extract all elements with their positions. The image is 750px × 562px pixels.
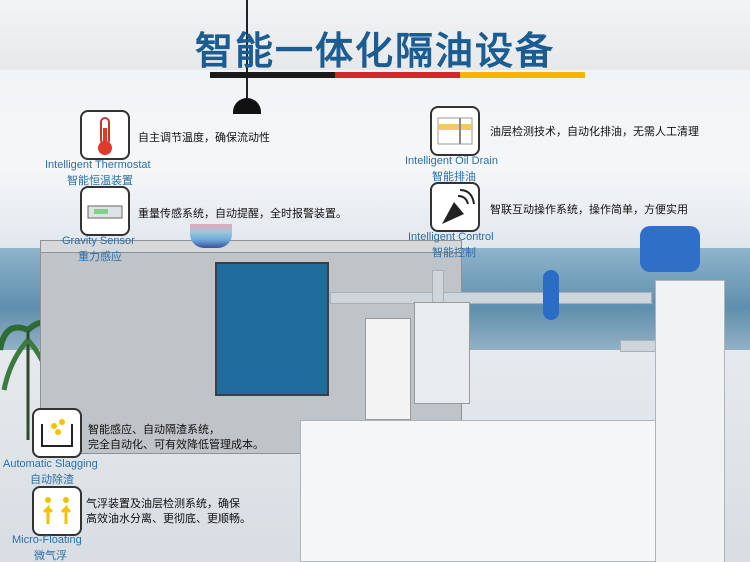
oil-drain-icon <box>430 106 480 156</box>
thermostat-desc: 自主调节温度，确保流动性 <box>138 131 270 144</box>
dishwasher-window <box>215 262 329 396</box>
motor-icon <box>640 226 700 272</box>
blue-hose-left <box>543 270 559 320</box>
page-title: 智能一体化隔油设备 <box>194 29 555 73</box>
signal-dish-icon <box>430 182 480 232</box>
drain-pipe <box>330 292 652 304</box>
separator-tank <box>300 420 662 562</box>
pendant-lamp-cord <box>246 0 248 100</box>
control-desc: 智联互动操作系统，操作简单，方便实用 <box>490 203 688 216</box>
control-box <box>414 302 470 404</box>
slag-basket-icon <box>32 408 82 458</box>
electric-panel <box>365 318 411 420</box>
slagging-desc-1: 智能感应、自动隔渣系统， <box>88 423 220 436</box>
floating-desc-2: 高效油水分离、更彻底、更顺畅。 <box>86 512 251 525</box>
gravity-cn: 重力感应 <box>78 250 122 263</box>
scale-icon <box>80 186 130 236</box>
control-cn: 智能控制 <box>432 246 476 259</box>
filter-tower <box>655 280 725 562</box>
bubbles-arrows-icon <box>32 486 82 536</box>
flag-bar-red <box>335 72 460 78</box>
slagging-cn: 自动除渣 <box>30 473 74 486</box>
ceiling <box>0 0 750 70</box>
floating-en: Micro-Floating <box>12 534 82 546</box>
bowls-stack-icon <box>190 224 232 248</box>
gravity-en: Gravity Sensor <box>62 235 135 247</box>
slagging-desc-2: 完全自动化、可有效降低管理成本。 <box>88 438 264 451</box>
thermostat-cn: 智能恒温装置 <box>67 174 133 187</box>
oil-drain-desc: 油层检测技术，自动化排油，无需人工清理 <box>490 125 699 138</box>
pendant-lamp-icon <box>233 98 261 114</box>
slagging-en: Automatic Slagging <box>3 458 98 470</box>
flag-bar-black <box>210 72 335 78</box>
gravity-desc: 重量传感系统，自动提醒，全时报警装置。 <box>138 207 347 220</box>
floating-cn: 微气浮 <box>34 549 67 562</box>
thermostat-en: Intelligent Thermostat <box>45 159 151 171</box>
oil-drain-en: Intelligent Oil Drain <box>405 155 498 167</box>
oil-drain-cn: 智能排油 <box>432 170 476 183</box>
flag-bar-yellow <box>460 72 585 78</box>
floating-desc-1: 气浮装置及油层检测系统，确保 <box>86 497 240 510</box>
thermometer-icon <box>80 110 130 160</box>
control-en: Intelligent Control <box>408 231 494 243</box>
